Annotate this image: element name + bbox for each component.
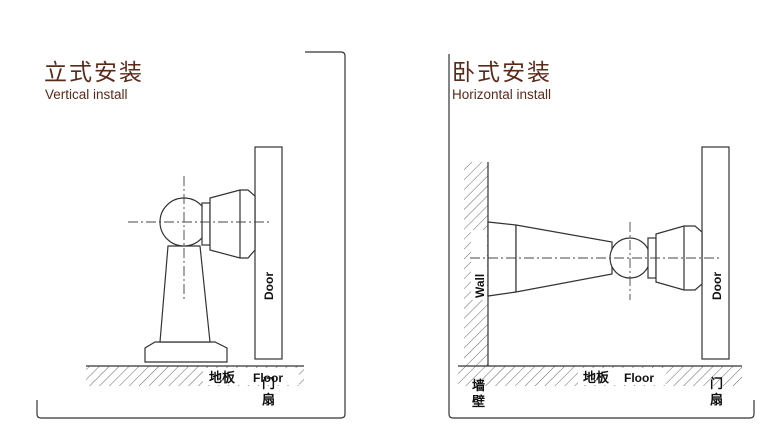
vertical-floor-label-cn: 地板 bbox=[209, 370, 236, 386]
vertical-door-label-cn: 门扇 bbox=[262, 376, 275, 408]
vertical-panel-frame bbox=[36, 51, 346, 419]
horizontal-title-cn: 卧式安装 bbox=[452, 60, 552, 86]
horizontal-wall-label-en: Wall bbox=[473, 274, 487, 298]
vertical-door-stop bbox=[144, 189, 256, 363]
horizontal-panel-frame bbox=[448, 54, 755, 419]
vertical-floor: 地板 Floor bbox=[86, 365, 304, 386]
horizontal-floor-label-cn: 地板 bbox=[583, 370, 610, 386]
vertical-title-en: Vertical install bbox=[45, 87, 128, 102]
horizontal-wall-label-cn: 墙壁 bbox=[472, 378, 485, 410]
horizontal-door: 门扇 Door bbox=[701, 146, 730, 408]
horizontal-door-stop bbox=[487, 221, 703, 297]
horizontal-wall: 墙壁 Wall bbox=[464, 162, 489, 410]
horizontal-floor: 地板 Floor bbox=[458, 365, 742, 386]
vertical-door-label-en: Door bbox=[262, 272, 276, 300]
horizontal-install-panel: 卧式安装 Horizontal install 地板 Floor 墙壁 Wall… bbox=[448, 54, 755, 419]
horizontal-door-label-cn: 门扇 bbox=[710, 376, 723, 408]
vertical-door: 门扇 Door bbox=[254, 146, 283, 408]
horizontal-door-label-en: Door bbox=[710, 272, 724, 300]
horizontal-floor-label-en: Floor bbox=[624, 371, 654, 385]
vertical-install-panel: 立式安装 Vertical install 地板 Floor 门扇 Door bbox=[36, 51, 346, 419]
horizontal-title-en: Horizontal install bbox=[452, 87, 551, 102]
vertical-floor-label-en: Floor bbox=[253, 371, 283, 385]
vertical-title-cn: 立式安装 bbox=[44, 60, 144, 86]
